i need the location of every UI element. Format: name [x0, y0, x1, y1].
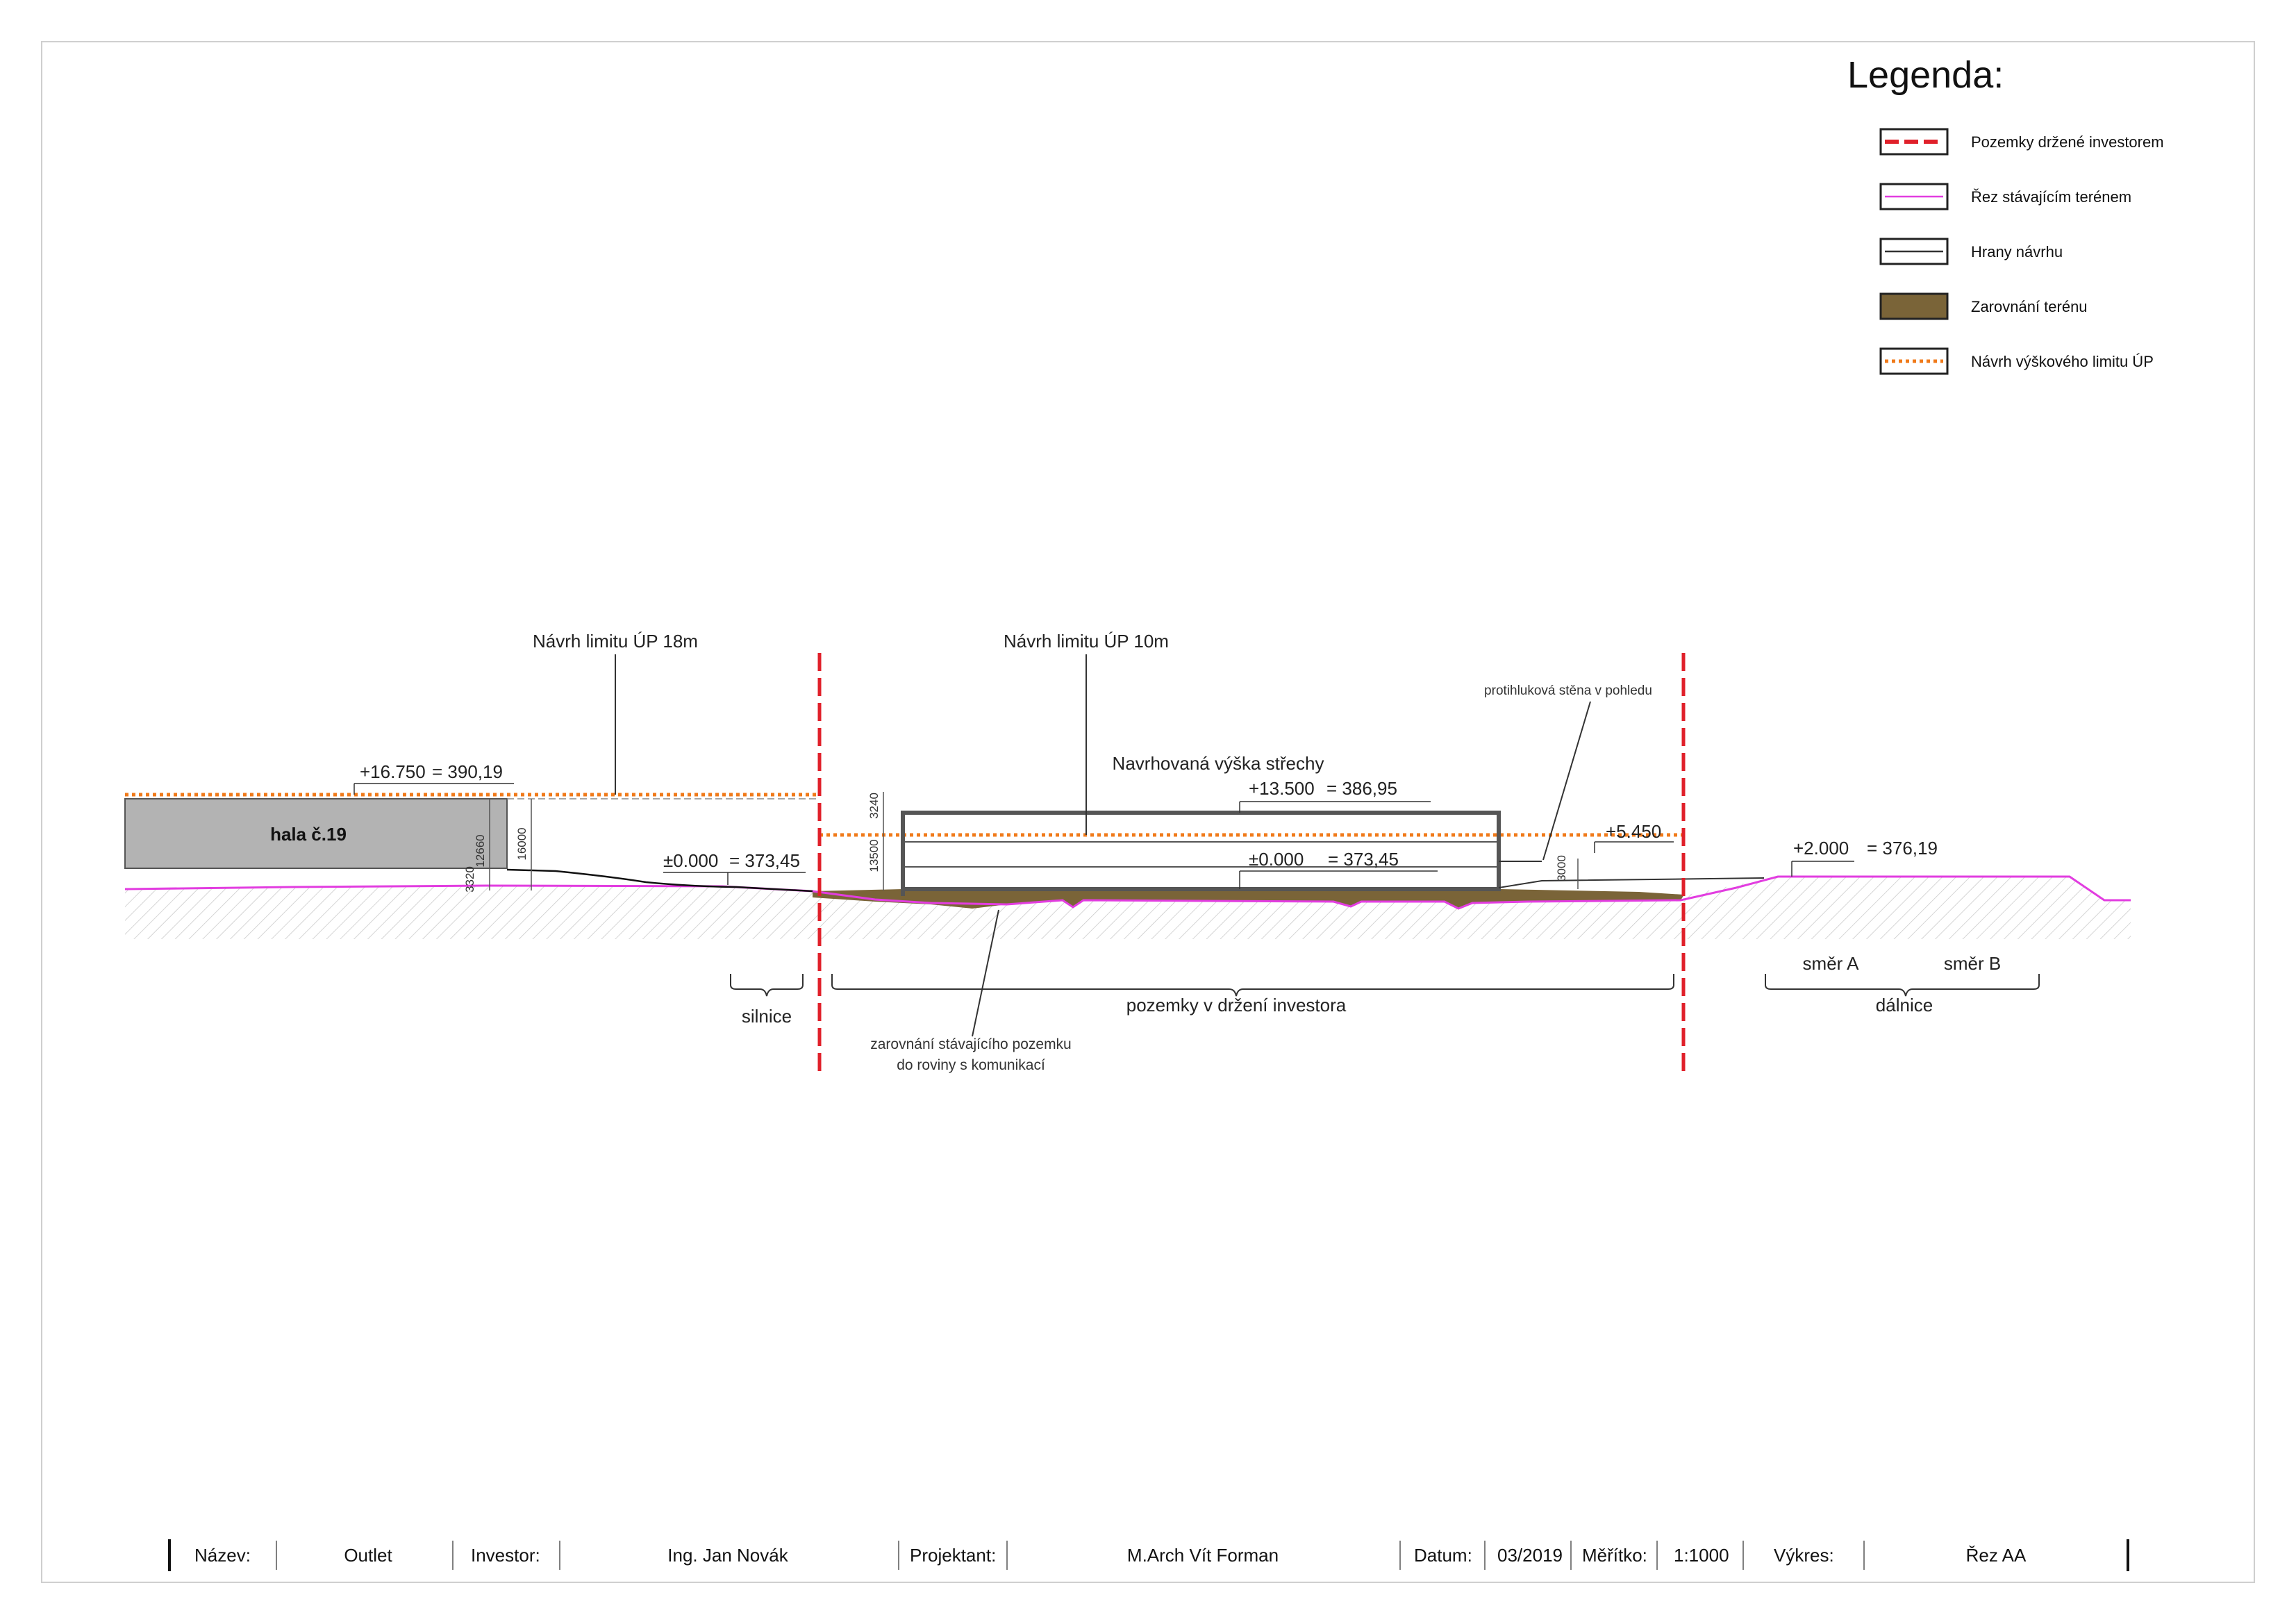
legend-label: Pozemky držené investorem — [1971, 133, 2164, 151]
noise-wall — [1498, 877, 1765, 888]
legend-label: Návrh výškového limitu ÚP — [1971, 353, 2154, 370]
title-date-value: 03/2019 — [1497, 1545, 1563, 1566]
hall-label: hala č.19 — [270, 824, 347, 845]
title-scale-label: Měřítko: — [1582, 1545, 1647, 1566]
leveling-leader — [972, 909, 999, 1037]
legend-item-terrain: Řez stávajícím terénem — [1879, 183, 2131, 210]
hall-top-level: +16.750 — [360, 761, 426, 782]
legend-item-height-limit: Návrh výškového limitu ÚP — [1879, 347, 2154, 375]
title-designer-value: M.Arch Vít Forman — [1127, 1545, 1279, 1566]
roof-abs: = 386,95 — [1326, 778, 1397, 799]
roof-caption: Navrhovaná výška střechy — [1113, 753, 1324, 774]
building-zero-level: ±0.000 — [1249, 849, 1304, 870]
dim-hall-base: 3320 — [463, 866, 476, 893]
title-name-label: Název: — [194, 1545, 251, 1566]
limit-10m-label: Návrh limitu ÚP 10m — [1004, 631, 1169, 652]
legend-label: Zarovnání terénu — [1971, 298, 2088, 315]
title-investor-value: Ing. Jan Novák — [667, 1545, 788, 1566]
wall-level: +5.450 — [1606, 821, 1661, 842]
legend-symbol-brown — [1879, 292, 1949, 320]
title-scale-value: 1:1000 — [1674, 1545, 1729, 1566]
highway-brace — [1765, 974, 2040, 997]
legend-item-leveling: Zarovnání terénu — [1879, 292, 2088, 320]
building-outline — [901, 811, 1501, 891]
title-drawing-label: Výkres: — [1774, 1545, 1834, 1566]
dim-wall-height: 3000 — [1555, 855, 1568, 881]
investor-brace — [831, 974, 1674, 997]
proposed-building — [901, 811, 1501, 896]
title-designer-label: Projektant: — [910, 1545, 996, 1566]
title-drawing-value: Řez AA — [1966, 1545, 2027, 1566]
title-date-label: Datum: — [1414, 1545, 1472, 1566]
title-block: Název: Outlet Investor: Ing. Jan Novák P… — [168, 1539, 2129, 1571]
dim-roof-gap: 3240 — [867, 793, 881, 819]
legend-title: Legenda: — [1847, 54, 2004, 96]
road-brace — [730, 974, 804, 997]
roof-level: +13.500 — [1249, 778, 1315, 799]
leveling-note-line-2: do roviny s komunikací — [897, 1057, 1045, 1073]
dim-building-height: 13500 — [867, 839, 881, 872]
legend-item-property: Pozemky držené investorem — [1879, 128, 2164, 156]
sheet-border — [41, 41, 2255, 1583]
zone-highway-label: dálnice — [1876, 995, 1933, 1016]
road-zero-abs: = 373,45 — [729, 850, 800, 871]
section-cut: hala č.19 Návrh limitu ÚP 18m Návrh limi… — [124, 631, 2131, 1073]
legend-item-design-edges: Hrany návrhu — [1879, 238, 2063, 265]
limit-18m-label: Návrh limitu ÚP 18m — [533, 631, 698, 652]
hall-19-block — [124, 798, 508, 869]
ground-hatch — [125, 877, 2131, 939]
hall-top-abs: = 390,19 — [432, 761, 503, 782]
dim-hall-total: 16000 — [515, 827, 529, 860]
building-zero-abs: = 373,45 — [1328, 849, 1399, 870]
legend: Legenda: Pozemky držené investorem Řez s… — [1847, 54, 2164, 375]
highway-level: +2.000 — [1793, 838, 1849, 859]
road-zero-level: ±0.000 — [663, 850, 718, 871]
highway-abs: = 376,19 — [1867, 838, 1938, 859]
road-profile-line — [506, 868, 813, 893]
leveling-note-line-1: zarovnání stávajícího pozemku — [870, 1036, 1072, 1052]
direction-b-label: směr B — [1944, 953, 2001, 974]
noise-wall-note: protihluková stěna v pohledu — [1484, 683, 1652, 698]
legend-label: Řez stávajícím terénem — [1971, 188, 2131, 206]
title-investor-label: Investor: — [471, 1545, 540, 1566]
zone-road-label: silnice — [742, 1006, 792, 1027]
zone-investor-label: pozemky v držení investora — [1126, 995, 1347, 1016]
direction-a-label: směr A — [1803, 953, 1860, 974]
legend-label: Hrany návrhu — [1971, 243, 2063, 260]
dim-hall-height: 12660 — [474, 834, 487, 867]
terrain-leveling-fill — [813, 889, 1684, 909]
noise-wall-leader — [1542, 701, 1591, 861]
title-name-value: Outlet — [344, 1545, 392, 1566]
